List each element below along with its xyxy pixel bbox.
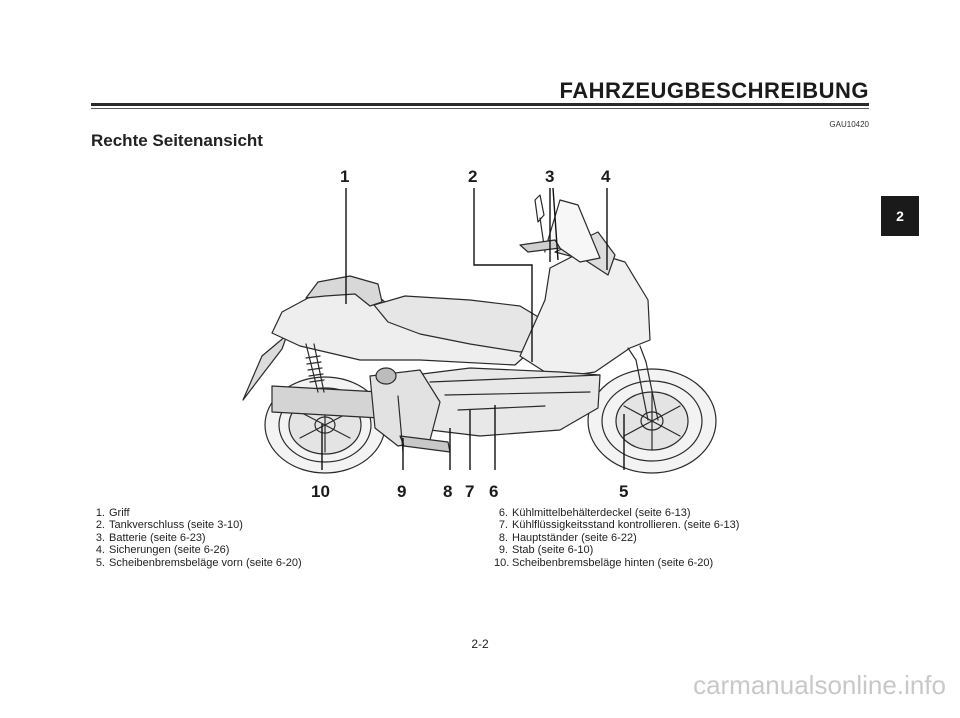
legend-text: Stab (seite 6-10) <box>512 544 594 557</box>
callout-7: 7 <box>465 482 474 501</box>
legend-item: 2. Tankverschluss (seite 3-10) <box>91 519 302 531</box>
legend-num: 2. <box>95 519 105 532</box>
callout-6: 6 <box>489 482 498 501</box>
callout-8: 8 <box>443 482 452 501</box>
front-wheel <box>587 368 717 474</box>
chapter-tab[interactable]: 2 <box>881 196 919 236</box>
legend-text: Kühlflüssigkeitsstand kontrollieren. (se… <box>512 519 740 532</box>
legend-item: 10.Scheibenbremsbeläge hinten (seite 6-2… <box>494 557 739 569</box>
legend-item: 8. Hauptständer (seite 6-22) <box>494 532 739 544</box>
header-rule-thin <box>91 108 869 109</box>
legend-num: 5. <box>95 556 105 569</box>
legend-num: 4. <box>95 544 105 557</box>
callout-5: 5 <box>619 482 628 501</box>
legend-item: 6. Kühlmittelbehälterdeckel (seite 6-13) <box>494 507 739 519</box>
legend-item: 3. Batterie (seite 6-23) <box>91 532 302 544</box>
legend-text: Hauptständer (seite 6-22) <box>512 531 637 544</box>
callout-2: 2 <box>468 167 477 186</box>
legend-text: Batterie (seite 6-23) <box>109 531 206 544</box>
legend-item: 1. Griff <box>91 507 302 519</box>
legend-text: Scheibenbremsbeläge vorn (seite 6-20) <box>109 556 302 569</box>
dipstick <box>397 395 404 453</box>
section-heading: Rechte Seitenansicht <box>91 131 263 150</box>
legend-num: 10. <box>494 556 510 569</box>
document-code-tag: GAU10420 <box>829 120 869 129</box>
watermark: carmanualsonline.info <box>693 670 946 700</box>
legend-num: 1. <box>95 507 105 519</box>
legend-left: 1. Griff 2. Tankverschluss (seite 3-10) 3.… <box>91 507 302 569</box>
legend-text: Scheibenbremsbeläge hinten (seite 6-20) <box>512 556 714 569</box>
legend-text: Sicherungen (seite 6-26) <box>109 544 230 557</box>
callout-4: 4 <box>601 167 611 186</box>
legend-num: 7. <box>498 519 508 532</box>
header-rule-thick <box>91 103 869 106</box>
front-fork <box>627 345 659 421</box>
callout-9: 9 <box>397 482 406 501</box>
legend-num: 6. <box>498 507 508 519</box>
windshield <box>547 199 601 263</box>
callout-10: 10 <box>311 482 330 501</box>
rear-fender <box>242 334 288 401</box>
callout-1: 1 <box>340 167 349 186</box>
legend-text: Griff <box>109 507 130 519</box>
legend-item: 9. Stab (seite 6-10) <box>494 544 739 556</box>
grab-handle <box>305 275 383 307</box>
page-number: 2-2 <box>471 637 489 651</box>
legend-item: 4. Sicherungen (seite 6-26) <box>91 544 302 556</box>
callout-3: 3 <box>545 167 554 186</box>
front-body <box>519 249 651 376</box>
legend-num: 8. <box>498 531 508 544</box>
legend-text: Kühlmittelbehälterdeckel (seite 6-13) <box>512 507 691 519</box>
handlebar <box>519 239 561 253</box>
page-header-title: FAHRZEUGBESCHREIBUNG <box>559 78 869 103</box>
legend-num: 9. <box>498 544 508 557</box>
side-trim <box>429 374 601 411</box>
legend-item: 7. Kühlflüssigkeitsstand kontrollieren. (… <box>494 519 740 532</box>
muffler <box>271 385 387 419</box>
legend-item: 5. Scheibenbremsbeläge vorn (seite 6-20) <box>91 557 302 569</box>
legend-right: 6.Kühlmittelbehälterdeckel (seite 6-13) … <box>494 507 739 569</box>
legend-num: 3. <box>95 531 105 544</box>
legend-text: Tankverschluss (seite 3-10) <box>109 519 243 532</box>
